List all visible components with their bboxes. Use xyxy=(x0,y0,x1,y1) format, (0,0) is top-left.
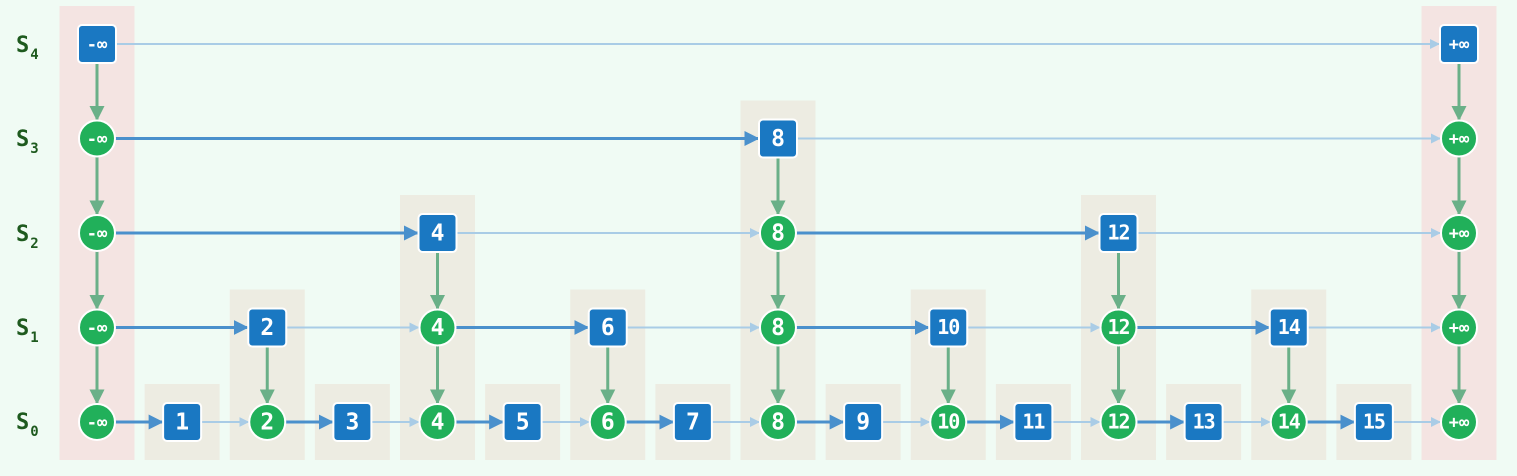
node-s1-10: 10 xyxy=(928,307,969,348)
node-label-s1-4: 4 xyxy=(431,315,445,341)
node-label-s2-8: 8 xyxy=(771,221,785,247)
level-label-s1: S1 xyxy=(16,316,39,346)
node-label-s0-pos-inf: +∞ xyxy=(1449,413,1470,433)
node-label-s1-12: 12 xyxy=(1107,315,1129,339)
node-s0-pos-inf: +∞ xyxy=(1440,403,1478,441)
node-label-s0-13: 13 xyxy=(1193,410,1215,434)
node-label-s0-6: 6 xyxy=(601,410,615,436)
node-s4-neg-inf: -∞ xyxy=(77,24,117,64)
node-s1-neg-inf: -∞ xyxy=(78,308,116,347)
node-label-s0-15: 15 xyxy=(1363,410,1385,434)
node-s3-neg-inf: -∞ xyxy=(78,119,116,158)
node-s0-6: 6 xyxy=(588,403,627,441)
node-label-s0-9: 9 xyxy=(856,410,870,436)
node-s0-11: 11 xyxy=(1013,402,1054,442)
level-label-s3: S3 xyxy=(16,127,39,157)
node-label-s1-10: 10 xyxy=(937,315,959,339)
node-s1-12: 12 xyxy=(1099,308,1138,347)
node-s0-15: 15 xyxy=(1353,402,1394,442)
node-label-s0-11: 11 xyxy=(1022,410,1045,434)
node-s0-9: 9 xyxy=(843,402,884,442)
node-label-s3-neg-inf: -∞ xyxy=(87,130,108,150)
node-label-s3-pos-inf: +∞ xyxy=(1449,130,1470,150)
node-s1-6: 6 xyxy=(587,307,628,348)
node-label-s0-4: 4 xyxy=(431,410,445,436)
node-s0-4: 4 xyxy=(418,403,457,441)
node-s4-pos-inf: +∞ xyxy=(1439,24,1479,64)
node-s0-2: 2 xyxy=(248,403,287,441)
node-label-s2-4: 4 xyxy=(431,221,445,247)
node-s2-8: 8 xyxy=(759,214,797,252)
node-s1-8: 8 xyxy=(759,308,797,347)
node-s0-neg-inf: -∞ xyxy=(78,403,116,441)
node-s0-13: 13 xyxy=(1183,402,1224,442)
node-s2-pos-inf: +∞ xyxy=(1440,214,1478,252)
node-label-s0-10: 10 xyxy=(937,410,959,434)
node-label-s0-1: 1 xyxy=(175,410,189,436)
node-s1-14: 14 xyxy=(1268,307,1309,348)
node-label-s0-2: 2 xyxy=(260,410,274,436)
node-label-s4-neg-inf: -∞ xyxy=(87,35,108,55)
edges xyxy=(89,39,1467,430)
node-s2-neg-inf: -∞ xyxy=(78,214,116,252)
node-label-s1-2: 2 xyxy=(260,315,274,341)
node-s3-pos-inf: +∞ xyxy=(1440,119,1478,158)
node-label-s0-3: 3 xyxy=(345,410,359,436)
node-s0-1: 1 xyxy=(162,402,203,442)
node-label-s2-neg-inf: -∞ xyxy=(87,224,108,244)
node-s0-3: 3 xyxy=(332,402,373,442)
node-label-s0-12: 12 xyxy=(1107,410,1129,434)
node-label-s2-pos-inf: +∞ xyxy=(1449,224,1470,244)
node-label-s3-8: 8 xyxy=(771,126,785,152)
node-label-s1-pos-inf: +∞ xyxy=(1449,319,1470,339)
node-label-s2-12: 12 xyxy=(1107,221,1129,245)
node-s1-pos-inf: +∞ xyxy=(1440,308,1478,347)
node-s3-8: 8 xyxy=(758,118,798,159)
node-s0-7: 7 xyxy=(672,402,713,442)
node-label-s0-neg-inf: -∞ xyxy=(87,413,108,433)
node-label-s4-pos-inf: +∞ xyxy=(1449,35,1470,55)
node-s0-12: 12 xyxy=(1099,403,1138,441)
node-label-s0-5: 5 xyxy=(516,410,530,436)
node-s0-5: 5 xyxy=(502,402,543,442)
node-s0-10: 10 xyxy=(929,403,968,441)
node-label-s0-8: 8 xyxy=(771,410,785,436)
node-label-s0-14: 14 xyxy=(1278,410,1301,434)
node-label-s1-neg-inf: -∞ xyxy=(87,319,108,339)
node-s2-12: 12 xyxy=(1098,213,1139,253)
node-s0-14: 14 xyxy=(1269,403,1308,441)
node-label-s1-14: 14 xyxy=(1278,315,1301,339)
node-label-s1-8: 8 xyxy=(771,315,785,341)
node-s2-4: 4 xyxy=(417,213,458,253)
node-s1-2: 2 xyxy=(247,307,288,348)
node-s1-4: 4 xyxy=(418,308,457,347)
node-label-s0-7: 7 xyxy=(686,410,700,436)
node-label-s1-6: 6 xyxy=(601,315,615,341)
level-label-s2: S2 xyxy=(16,222,39,252)
node-s0-8: 8 xyxy=(759,403,797,441)
level-label-s4: S4 xyxy=(16,33,39,63)
level-label-s0: S0 xyxy=(16,410,39,440)
